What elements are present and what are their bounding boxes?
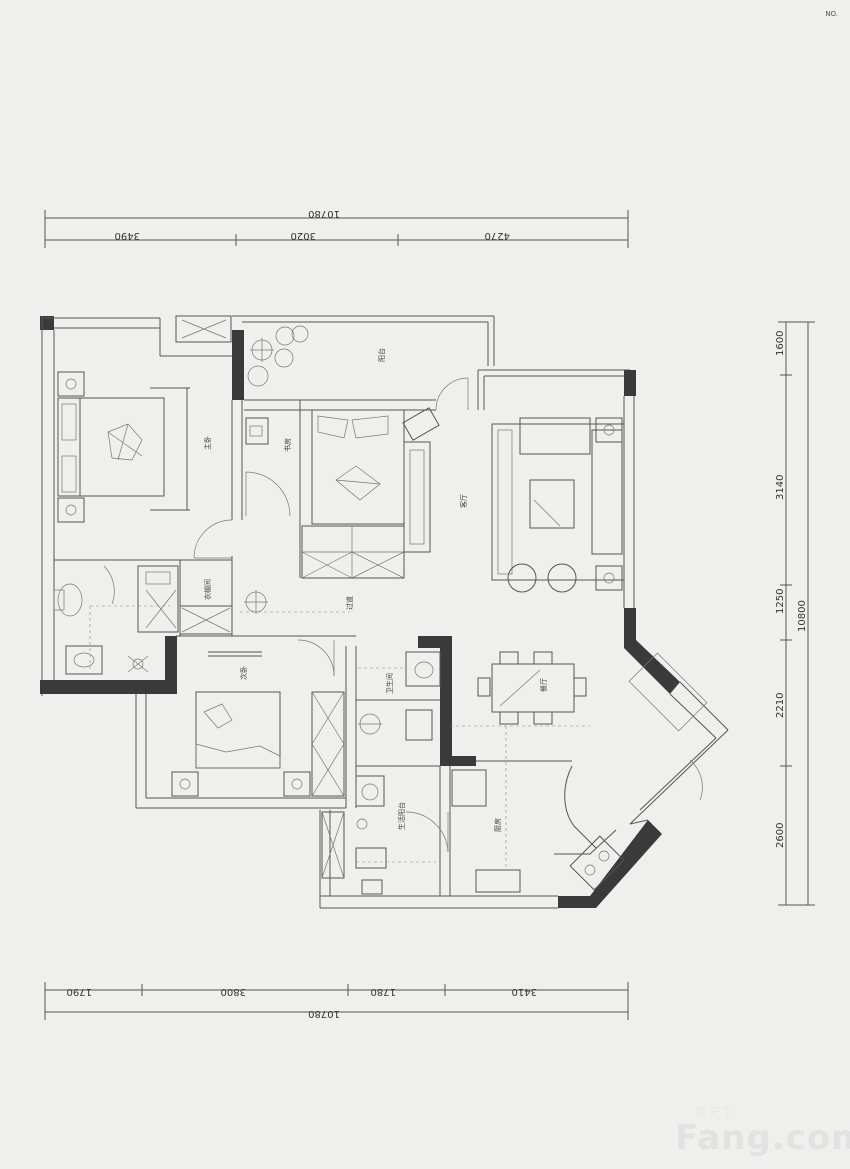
watermark-chinese: 房天下 — [695, 1106, 735, 1121]
room-label-living-room: 客厅 — [459, 494, 468, 508]
master-bathroom — [53, 583, 170, 675]
watermark: 房天下 Fang.com — [675, 1100, 850, 1160]
bottom-seg-4: 3410 — [512, 986, 537, 997]
doors — [103, 471, 449, 853]
master-bed: 主卧 — [57, 371, 212, 523]
bottom-seg-3: 1780 — [371, 986, 396, 997]
room-label-second-bedroom: 次卧 — [239, 666, 248, 680]
room-label-service-balcony: 生活阳台 — [397, 802, 406, 830]
bottom-total-label: 10780 — [308, 1008, 340, 1019]
cloakroom: 衣帽间 — [137, 565, 233, 635]
bottom-seg-1: 1790 — [67, 986, 92, 997]
bottom-seg-2: 3800 — [221, 986, 246, 997]
top-dimension-group: 10780 3490 3020 4270 — [44, 208, 629, 248]
kitchen: 厨房 — [451, 726, 625, 893]
top-seg-3: 4270 — [485, 230, 510, 241]
walls — [40, 315, 729, 909]
header-note: NO. — [808, 10, 838, 50]
room-label-balcony: 阳台 — [377, 348, 386, 362]
room-label-master-bedroom: 主卧 — [203, 436, 212, 450]
room-label-cloakroom: 衣帽间 — [203, 579, 212, 600]
right-total-label: 10800 — [797, 600, 808, 632]
balcony-plants: 阳台 — [247, 325, 386, 387]
study-room: 书房 — [245, 409, 405, 579]
room-label-kitchen: 厨房 — [493, 818, 502, 832]
service-balcony: 生活阳台 — [321, 775, 436, 895]
right-seg-3: 1250 — [775, 589, 786, 614]
room-label-corridor: 过道 — [345, 596, 354, 610]
living-room: 客厅 — [402, 407, 625, 593]
right-seg-4: 2210 — [775, 693, 786, 718]
top-seg-2: 3020 — [291, 230, 316, 241]
bottom-dimension-group: 1790 3800 1780 3410 10780 — [44, 982, 629, 1020]
right-seg-1: 1600 — [775, 331, 786, 356]
top-total-label: 10780 — [308, 208, 340, 219]
room-label-dining: 餐厅 — [539, 678, 548, 692]
bathroom: 卫生间 — [358, 651, 441, 741]
second-bedroom: 次卧 — [171, 651, 345, 797]
top-seg-1: 3490 — [115, 230, 140, 241]
room-label-bathroom: 卫生间 — [385, 673, 394, 694]
watermark-brand: Fang.com — [675, 1118, 850, 1158]
right-dimension-group: 1600 3140 1250 2210 2600 10800 — [775, 321, 815, 906]
corridor: 过道 — [240, 590, 354, 614]
right-seg-5: 2600 — [775, 823, 786, 848]
room-label-study: 书房 — [283, 438, 292, 452]
dining-area: 餐厅 — [450, 651, 590, 727]
right-seg-2: 3140 — [775, 475, 786, 500]
header-note-text: NO. — [825, 10, 838, 18]
